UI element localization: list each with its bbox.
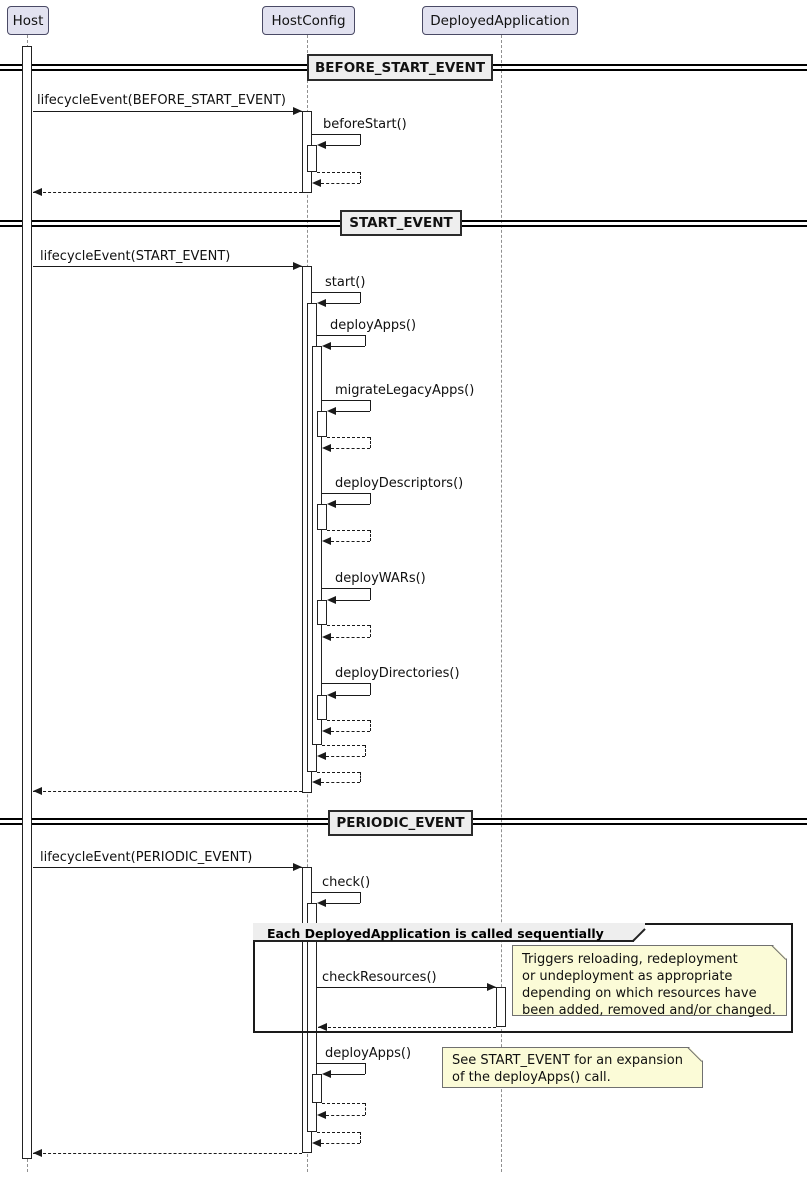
message-label: lifecycleEvent(PERIODIC_EVENT) [40,850,253,865]
loop-bottom-line [326,145,360,146]
group-label: Each DeployedApplication is called seque… [267,926,604,941]
arrowhead-left-icon [312,1139,321,1147]
arrowhead-left-icon [317,899,326,907]
arrowhead-right-icon [293,107,302,115]
arrowhead-left-icon [33,188,42,196]
participant-host: Host [7,6,49,35]
arrowhead-left-icon [318,1023,327,1031]
message-label: deployDirectories() [335,666,460,681]
divider-start-event: START_EVENT [340,210,462,236]
arrowhead-left-icon [322,1070,331,1078]
activation-host [22,46,32,1159]
divider-periodic-event: PERIODIC_EVENT [328,810,473,836]
arrowhead-left-icon [33,1149,42,1157]
arrowhead-left-icon [327,691,336,699]
message-label: beforeStart() [323,117,407,132]
message-line [33,266,302,267]
message-label: checkResources() [322,970,437,985]
arrowhead-left-icon [33,787,42,795]
activation-deploywars [317,600,327,625]
group-header-tab [253,923,645,942]
arrowhead-left-icon [317,141,326,149]
arrowhead-left-icon [317,752,326,760]
arrowhead-left-icon [312,179,321,187]
activation-deployapps [312,346,322,745]
divider-before-start-event: BEFORE_START_EVENT [307,54,493,81]
activation-beforestart [307,145,317,172]
arrowhead-left-icon [322,342,331,350]
participant-hostconfig: HostConfig [262,6,355,35]
activation-deploydescriptors [317,504,327,530]
arrowhead-left-icon [312,778,321,786]
arrowhead-left-icon [317,299,326,307]
message-label: check() [322,875,371,890]
message-line [33,111,302,112]
message-label: start() [325,275,366,290]
arrowhead-left-icon [327,500,336,508]
activation-migratelegacyapps [317,411,327,437]
arrowhead-left-icon [322,633,331,641]
message-label: migrateLegacyApps() [335,383,475,398]
note-fold-icon [773,945,787,959]
arrowhead-left-icon [322,727,331,735]
loop-right-line [360,134,361,145]
arrowhead-left-icon [327,407,336,415]
arrowhead-left-icon [322,537,331,545]
loop-top-line [312,134,360,135]
group-header-bottom-border [253,940,634,942]
message-line [317,987,496,988]
note-deployapps: See START_EVENT for an expansion of the … [442,1047,703,1088]
note-fold-icon [689,1047,703,1061]
participant-deployedapplication: DeployedApplication [422,6,578,35]
arrowhead-right-icon [293,863,302,871]
arrowhead-right-icon [293,262,302,270]
activation-deploydirectories [317,695,327,720]
message-label: lifecycleEvent(START_EVENT) [40,249,231,264]
note-text: See START_EVENT for an expansion of the … [452,1053,683,1085]
message-label: deployApps() [330,318,417,333]
note-checkresources: Triggers reloading, redeployment or unde… [512,945,787,1018]
lifeline-deployedapplication [501,35,502,1172]
message-label: deployWARs() [335,571,426,586]
note-text: Triggers reloading, redeployment or unde… [522,952,776,1018]
activation-deployedapplication [496,987,506,1027]
message-line [33,867,302,868]
arrowhead-right-icon [487,983,496,991]
arrowhead-left-icon [317,1111,326,1119]
activation-deployapps-periodic [312,1074,322,1103]
message-label: deployDescriptors() [335,476,464,491]
activation-check [307,903,317,1132]
arrowhead-left-icon [327,596,336,604]
message-label: lifecycleEvent(BEFORE_START_EVENT) [37,93,286,108]
message-label: deployApps() [325,1046,412,1061]
arrowhead-left-icon [322,444,331,452]
